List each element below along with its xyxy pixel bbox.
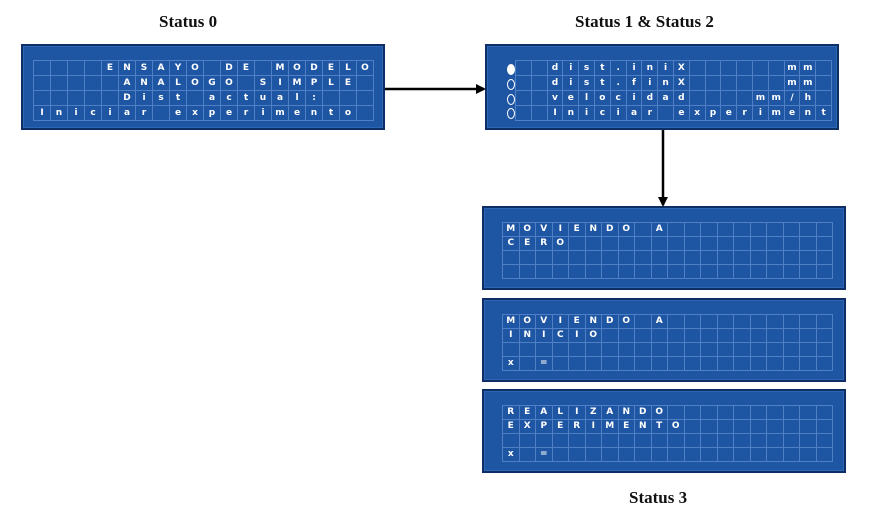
label-status-0: Status 0 — [159, 12, 218, 31]
lcd-cell — [815, 447, 833, 462]
menu-selector-icon — [507, 94, 515, 105]
lcd-cell: t — [815, 105, 832, 121]
lcd-cell — [815, 264, 833, 279]
lcd-cell — [356, 105, 374, 121]
menu-selector-icon — [507, 64, 515, 75]
menu-selector-icon — [507, 79, 515, 90]
lcd-cell — [815, 356, 833, 371]
label-status-1-2: Status 1 & Status 2 — [575, 12, 714, 31]
label-status-3: Status 3 — [629, 488, 688, 507]
menu-selector-icon — [507, 108, 515, 119]
